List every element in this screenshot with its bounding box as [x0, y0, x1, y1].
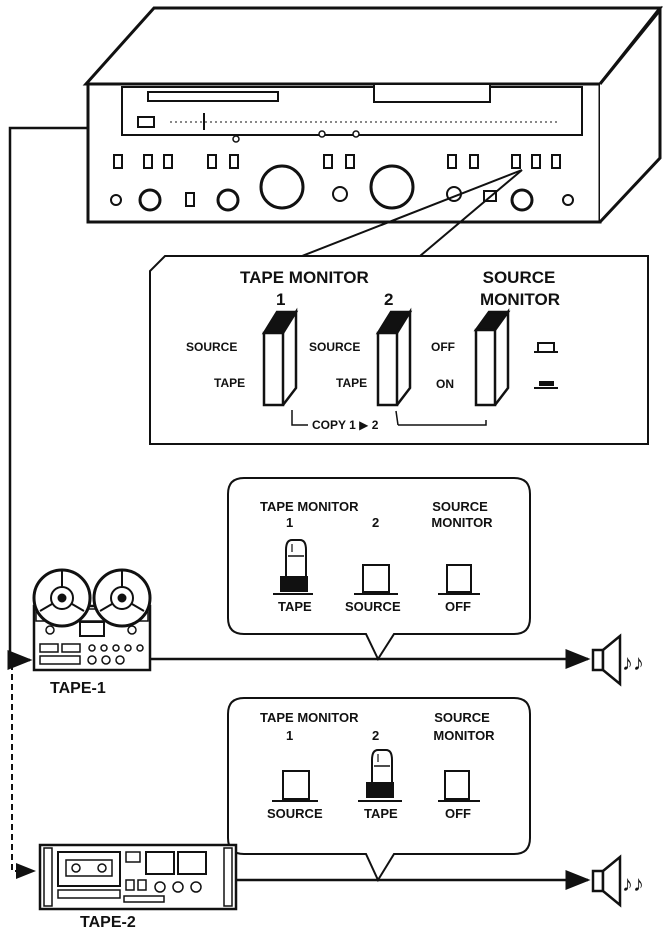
- zoom-switch-tape-monitor-2[interactable]: [375, 307, 413, 407]
- p2-source-monitor-line2: MONITOR: [433, 728, 495, 743]
- p2-tape-monitor-label: TAPE MONITOR: [260, 710, 359, 725]
- zoom-indicator-off-icon: [534, 342, 558, 353]
- tape1-label: TAPE-1: [50, 680, 106, 697]
- p2-switch-1-raised[interactable]: [282, 770, 310, 800]
- music-notes-icon-1: ♪♪: [622, 650, 644, 675]
- monitor-panel-tape2: TAPE MONITOR 1 2 SOURCE MONITOR SOURCE T…: [227, 697, 531, 883]
- p2-source-monitor-line1: SOURCE: [434, 710, 490, 725]
- zoom-num-2: 2: [384, 290, 393, 309]
- zoom-sw2-tape-label: TAPE: [336, 376, 367, 390]
- receiver-amplifier: [82, 5, 664, 224]
- zoom-switch-tape-monitor-1[interactable]: [261, 307, 299, 407]
- tape2-cassette-deck: [38, 843, 238, 911]
- tape2-label: TAPE-2: [80, 914, 136, 931]
- speaker-icon: [591, 633, 622, 687]
- p2-state-1: SOURCE: [267, 806, 323, 821]
- p2-num-2: 2: [372, 728, 379, 743]
- p1-switch-1-pressed[interactable]: [280, 539, 308, 592]
- p1-switch-2-raised[interactable]: [362, 564, 390, 593]
- tape1-reel-deck: [32, 568, 152, 672]
- p1-switch-3-raised[interactable]: [446, 564, 472, 593]
- monitor-panel-tape1: TAPE MONITOR 1 2 SOURCE MONITOR TAPE SOU…: [227, 477, 531, 662]
- zoom-sw2-source-label: SOURCE: [309, 340, 360, 354]
- p1-state-1: TAPE: [278, 599, 312, 614]
- p2-state-3: OFF: [445, 806, 471, 821]
- zoom-num-1: 1: [276, 290, 285, 309]
- zoom-switch-source-monitor[interactable]: [473, 308, 511, 407]
- zoom-sw1-tape-label: TAPE: [214, 376, 245, 390]
- receiver-to-tape1-line: [7, 126, 88, 670]
- p1-tape-monitor-label: TAPE MONITOR: [260, 499, 359, 514]
- p1-source-monitor-line2: MONITOR: [431, 515, 493, 530]
- p1-state-3: OFF: [445, 599, 471, 614]
- p1-num-1: 1: [286, 515, 293, 530]
- p2-state-2: TAPE: [364, 806, 398, 821]
- p1-num-2: 2: [372, 515, 379, 530]
- zoom-callout-panel: TAPE MONITOR 1 2 SOURCE MONITOR SOURCE T…: [149, 255, 649, 445]
- zoom-sw3-off-label: OFF: [431, 340, 455, 354]
- speaker-icon: [591, 854, 622, 908]
- zoom-sw3-on-label: ON: [436, 377, 454, 391]
- p2-num-1: 1: [286, 728, 293, 743]
- zoom-indicator-on-icon: [534, 381, 558, 389]
- callout-pointer: [301, 169, 523, 257]
- p1-source-monitor-line1: SOURCE: [432, 499, 488, 514]
- p2-switch-3-raised[interactable]: [444, 770, 470, 800]
- zoom-tape-monitor-label: TAPE MONITOR: [240, 268, 369, 287]
- p2-switch-2-pressed[interactable]: [366, 749, 394, 798]
- p1-state-2: SOURCE: [345, 599, 401, 614]
- music-notes-icon-2: ♪♪: [622, 871, 644, 896]
- zoom-source-monitor-line2: MONITOR: [480, 290, 560, 309]
- zoom-copy-label: COPY 1 ▶ 2: [312, 418, 379, 432]
- zoom-source-monitor-line1: SOURCE: [483, 268, 556, 287]
- tape1-to-tape2-dashed-line: [11, 664, 36, 879]
- zoom-sw1-source-label: SOURCE: [186, 340, 237, 354]
